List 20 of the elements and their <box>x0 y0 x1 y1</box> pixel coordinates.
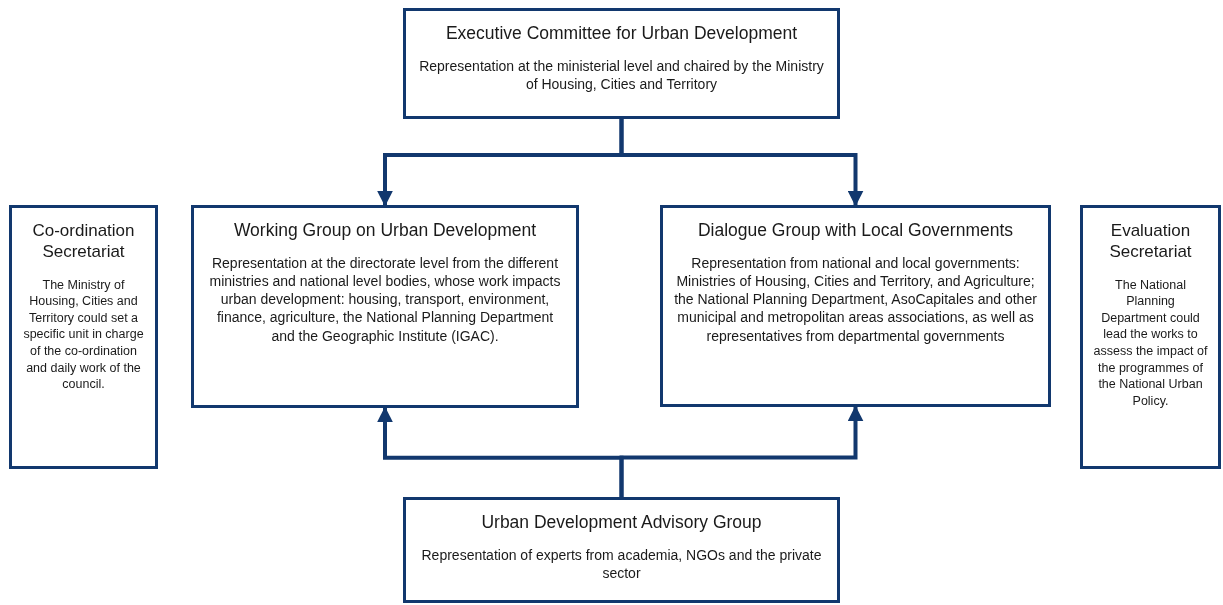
group-box <box>403 497 840 603</box>
group-box <box>660 205 1051 407</box>
box-description: Representation from national and local governments: Ministries of Housing, Cities and Territory, and Agriculture; the National Planning Department, AsoCapitales and other municipal and metropolitan areas associations, as well as representatives from departmental governments <box>673 253 1038 345</box>
box-description: Representation at the ministerial level and chaired by the Ministry of Housing, Cities and Territory <box>418 56 825 94</box>
box-heading: Co-ordination Secretariat <box>31 220 136 263</box>
box-heading: Executive Committee for Urban Development <box>444 23 799 45</box>
group-box <box>191 205 579 408</box>
box-description: The National Planning Department could lead the works to assess the impact of the programmes of the National Urban Policy. <box>1093 276 1208 410</box>
box-description: Representation of experts from academia, NGOs and the private sector <box>420 545 823 583</box>
box-heading: Working Group on Urban Development <box>232 220 538 242</box>
box-heading: Dialogue Group with Local Governments <box>696 220 1015 242</box>
secretariat-box <box>9 205 158 469</box>
connector-arrow <box>619 405 864 497</box>
secretariat-box <box>1080 205 1221 469</box>
box-description: The Ministry of Housing, Cities and Territory could set a specific unit in charge of the co-ordination and daily work of the council. <box>22 276 145 393</box>
box-description: Representation at the directorate level from the different ministries and national level bodies, whose work impacts urban development: housing, transport, environment, finance, agriculture, the National Planning Department and the Geographic Institute (IGAC). <box>208 253 562 345</box>
group-box <box>403 8 840 119</box>
connector-arrow <box>619 119 864 207</box>
box-heading: Urban Development Advisory Group <box>480 512 763 534</box>
box-heading: Evaluation Secretariat <box>1108 220 1193 263</box>
